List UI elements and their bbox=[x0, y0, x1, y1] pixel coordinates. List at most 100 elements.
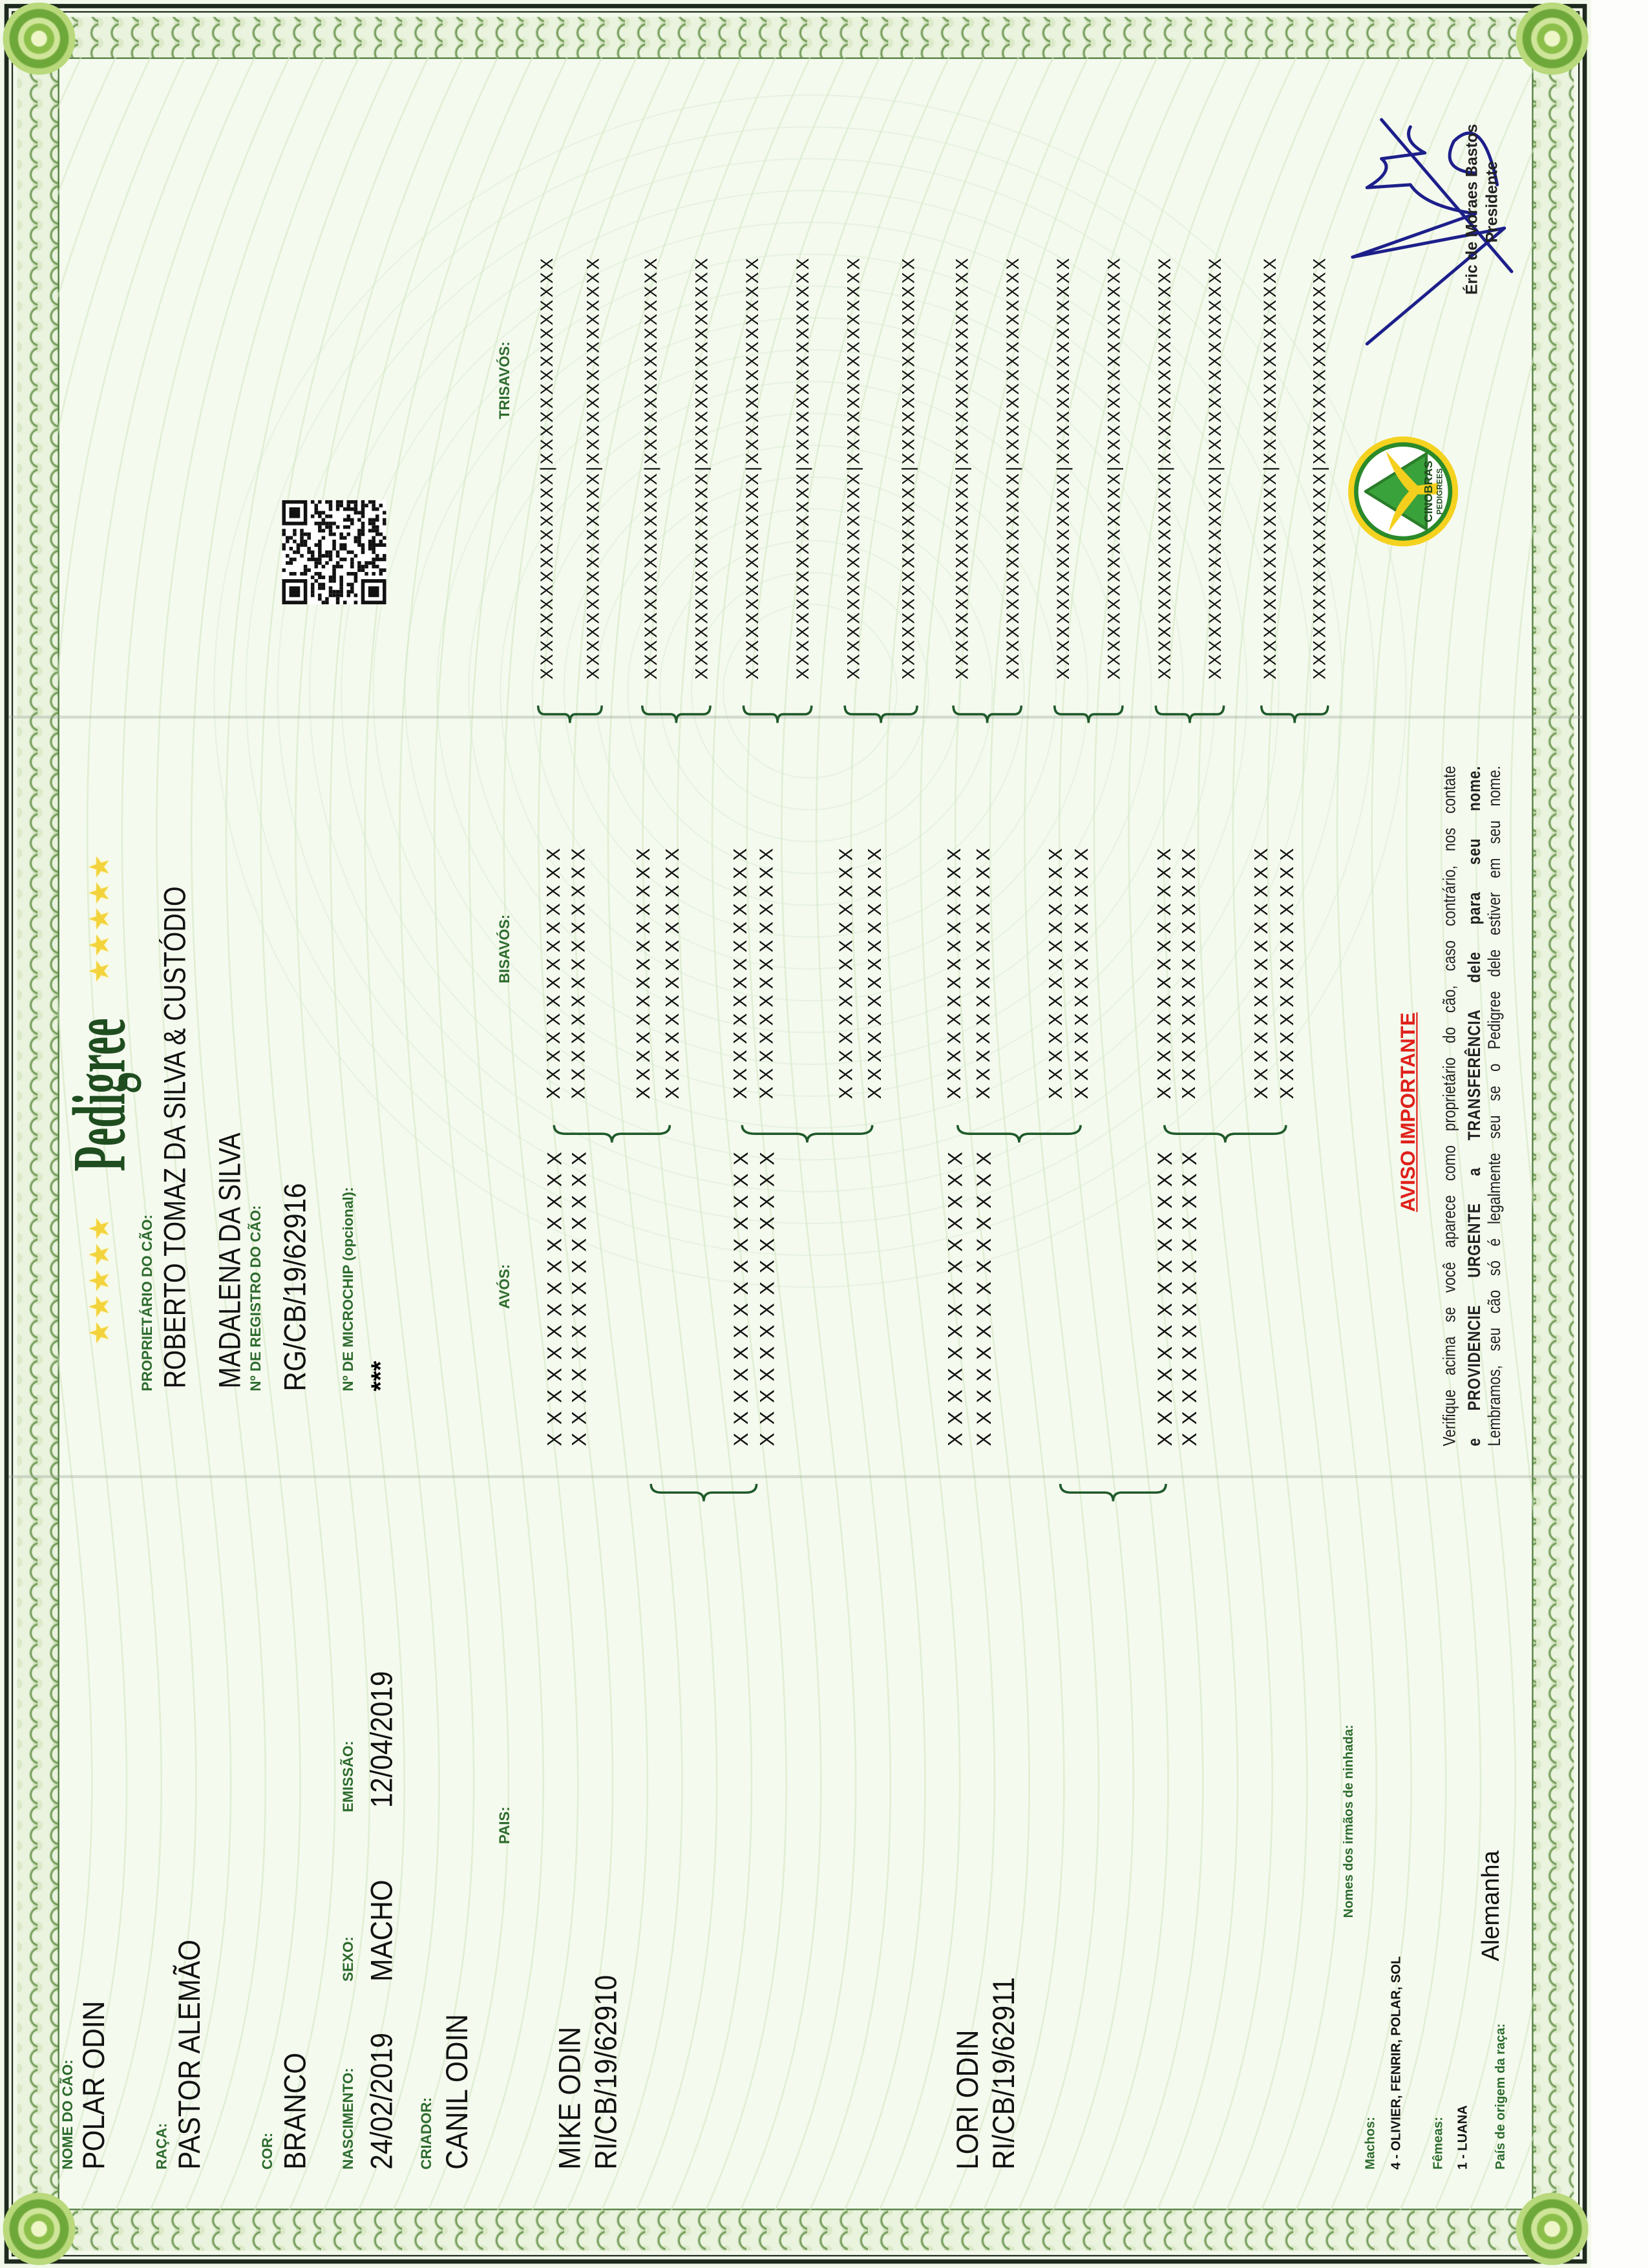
sex-label: SEXO: bbox=[341, 1936, 357, 1982]
ancestor-name: XXXXXXXXXXXXXX bbox=[1276, 842, 1298, 1099]
signatory-role: Presidente bbox=[1484, 161, 1502, 243]
owner-name: ROBERTO TOMAZ DA SILVA & CUSTÓDIO bbox=[159, 886, 193, 1389]
grandparents-label: AVÓS: bbox=[497, 1264, 514, 1309]
dam-name: LORI ODIN bbox=[951, 2030, 986, 2170]
issue-date: 12/04/2019 bbox=[366, 1671, 399, 1808]
ancestor-name: XXXXXXXXXXXXXXX|XXXXXXXXXXXXXXX bbox=[1053, 255, 1073, 680]
color-label: COR: bbox=[260, 2132, 277, 2170]
sire-registration: RI/CB/19/62910 bbox=[590, 1975, 624, 2170]
logo-subtitle: PEDIGREES bbox=[1435, 468, 1444, 514]
fold-line bbox=[8, 1475, 1583, 1478]
star-icon: ★ bbox=[85, 1268, 116, 1293]
brace-connector-icon bbox=[742, 1125, 872, 1143]
ancestor-name: XXXXXXXXXXXXXX bbox=[1177, 1143, 1201, 1447]
star-icon: ★ bbox=[85, 1294, 116, 1319]
star-icon: ★ bbox=[85, 959, 116, 984]
registration-number: RG/CB/19/62916 bbox=[279, 1183, 313, 1392]
brace-connector-icon bbox=[1055, 706, 1123, 723]
star-icon: ★ bbox=[85, 1242, 116, 1267]
ancestor-name: XXXXXXXXXXXXXX bbox=[542, 842, 564, 1099]
ancestor-name: XXXXXXXXXXXXXXX|XXXXXXXXXXXXXXX bbox=[583, 255, 604, 680]
ancestor-name: XXXXXXXXXXXXXX bbox=[972, 1143, 995, 1447]
ancestor-name: XXXXXXXXXXXXXX bbox=[1152, 842, 1175, 1099]
brace-connector-icon bbox=[958, 1125, 1081, 1143]
breed-label: RAÇA: bbox=[154, 2123, 171, 2170]
ancestor-name: XXXXXXXXXXXXXX bbox=[660, 842, 683, 1099]
ancestor-name: XXXXXXXXXXXXXXX|XXXXXXXXXXXXXXX bbox=[1002, 255, 1023, 680]
brace-connector-icon bbox=[953, 706, 1021, 723]
notice-line: Lembramos, seu cão só é legalmente seu s… bbox=[1484, 765, 1505, 1447]
ancestor-name: XXXXXXXXXXXXXXX|XXXXXXXXXXXXXXX bbox=[1154, 255, 1175, 680]
guilloche-pattern bbox=[58, 57, 1534, 2210]
breeder-label: CRIADOR: bbox=[419, 2097, 436, 2170]
birth-label: NASCIMENTO: bbox=[341, 2068, 357, 2170]
star-icon: ★ bbox=[85, 1216, 116, 1241]
males-label: Machos: bbox=[1362, 2117, 1377, 2170]
corner-rosette-icon bbox=[3, 2192, 76, 2265]
ancestor-name: XXXXXXXXXXXXXX bbox=[972, 842, 994, 1099]
corner-rosette-icon bbox=[3, 2, 76, 75]
ancestor-name: XXXXXXXXXXXXXX bbox=[567, 1143, 591, 1447]
siblings-label: Nomes dos irmãos de ninhada: bbox=[1340, 1724, 1356, 1918]
ancestor-name: XXXXXXXXXXXXXX bbox=[755, 842, 777, 1099]
qr-code[interactable] bbox=[282, 500, 386, 604]
males-list: 4 - OLIVIER, FENRIR, POLAR, SOL bbox=[1388, 1956, 1404, 2170]
color-value: BRANCO bbox=[279, 2052, 313, 2170]
cinobras-logo: CINOBRAS PEDIGREES bbox=[1348, 436, 1459, 547]
corner-rosette-icon bbox=[1516, 2192, 1589, 2265]
ancestor-name: XXXXXXXXXXXXXXX|XXXXXXXXXXXXXXX bbox=[1260, 255, 1280, 680]
ancestor-name: XXXXXXXXXXXXXX bbox=[632, 842, 654, 1099]
brace-connector-icon bbox=[1156, 706, 1223, 723]
star-icon: ★ bbox=[85, 880, 116, 906]
brace-connector-icon bbox=[651, 1484, 756, 1501]
brace-connector-icon bbox=[845, 706, 917, 723]
sex-value: MACHO bbox=[366, 1880, 399, 1982]
star-icon: ★ bbox=[85, 932, 116, 958]
issue-label: EMISSÃO: bbox=[341, 1741, 357, 1812]
ancestor-name: XXXXXXXXXXXXXX bbox=[729, 1143, 752, 1447]
ancestor-name: XXXXXXXXXXXXXX bbox=[542, 1143, 566, 1447]
parents-label: PAIS: bbox=[497, 1807, 514, 1845]
ancestor-name: XXXXXXXXXXXXXXX|XXXXXXXXXXXXXXX bbox=[843, 255, 864, 680]
corner-rosette-icon bbox=[1516, 2, 1589, 75]
brace-connector-icon bbox=[1165, 1125, 1286, 1143]
dam-registration: RI/CB/19/62911 bbox=[988, 1977, 1022, 2170]
ancestor-name: XXXXXXXXXXXXXXX|XXXXXXXXXXXXXXX bbox=[691, 255, 712, 680]
ancestor-name: XXXXXXXXXXXXXX bbox=[1152, 1143, 1176, 1447]
females-list: 1 - LUANA bbox=[1455, 2105, 1470, 2170]
brace-connector-icon bbox=[642, 706, 710, 723]
great-great-grandparents-label: TRISAVÓS: bbox=[497, 341, 514, 419]
ancestor-name: XXXXXXXXXXXXXX bbox=[729, 842, 751, 1099]
ancestor-name: XXXXXXXXXXXXXX bbox=[1044, 842, 1066, 1099]
dog-name-label: NOME DO CÃO: bbox=[61, 2059, 77, 2170]
star-icon: ★ bbox=[85, 854, 116, 880]
ancestor-name: XXXXXXXXXXXXXXX|XXXXXXXXXXXXXXX bbox=[1103, 255, 1125, 680]
registration-label: Nº DE REGISTRO DO CÃO: bbox=[248, 1205, 265, 1392]
certificate-page: NOME DO CÃO: POLAR ODIN RAÇA: PASTOR ALE… bbox=[0, 0, 1592, 2268]
owner-label: PROPRIETÁRIO DO CÃO: bbox=[140, 1214, 156, 1392]
notice-line: e PROVIDENCIE URGENTE a TRANSFERÊNCIA de… bbox=[1464, 765, 1484, 1447]
notice-title: AVISO IMPORTANTE bbox=[1395, 1012, 1419, 1213]
star-icon: ★ bbox=[85, 906, 116, 931]
president-signature bbox=[1351, 118, 1514, 346]
breed-value: PASTOR ALEMÃO bbox=[173, 1939, 207, 2170]
ancestor-name: XXXXXXXXXXXXXX bbox=[1177, 842, 1199, 1099]
ancestor-name: XXXXXXXXXXXXXX bbox=[863, 842, 885, 1099]
ancestor-name: XXXXXXXXXXXXXXX|XXXXXXXXXXXXXXX bbox=[1205, 255, 1225, 680]
ancestor-name: XXXXXXXXXXXXXX bbox=[755, 1143, 779, 1447]
brace-connector-icon bbox=[1262, 706, 1328, 723]
certificate-title: Pedigree bbox=[59, 1018, 142, 1172]
breeder-value: CANIL ODIN bbox=[441, 2014, 475, 2170]
ancestor-name: XXXXXXXXXXXXXX bbox=[943, 1143, 967, 1447]
ancestor-name: XXXXXXXXXXXXXXX|XXXXXXXXXXXXXXX bbox=[1309, 255, 1329, 680]
ancestor-name: XXXXXXXXXXXXXX bbox=[1070, 842, 1092, 1099]
birth-date: 24/02/2019 bbox=[366, 2033, 399, 2170]
logo-name: CINOBRAS bbox=[1422, 461, 1435, 522]
great-grandparents-label: BISAVÓS: bbox=[497, 914, 514, 984]
ancestor-name: XXXXXXXXXXXXXX bbox=[834, 842, 857, 1099]
ancestor-name: XXXXXXXXXXXXXXX|XXXXXXXXXXXXXXX bbox=[640, 255, 661, 680]
signatory-name: Éric de Moraes Bastos bbox=[1464, 123, 1482, 295]
ancestor-name: XXXXXXXXXXXXXXX|XXXXXXXXXXXXXXX bbox=[951, 255, 973, 680]
ancestor-name: XXXXXXXXXXXXXXX|XXXXXXXXXXXXXXX bbox=[792, 255, 813, 680]
